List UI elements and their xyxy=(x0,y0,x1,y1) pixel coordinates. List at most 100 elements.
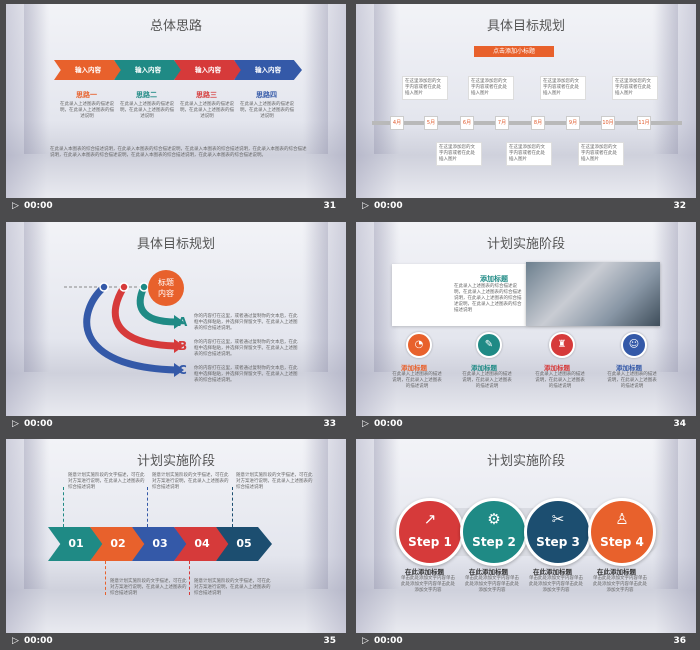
smile-icon: ☺ xyxy=(621,332,647,358)
step-heading-2: 在此添加标题 xyxy=(469,568,508,576)
slide-footer: ▷ 00:00 31 xyxy=(6,198,346,215)
node-b xyxy=(119,282,129,292)
slide-36[interactable]: 计划实施阶段 ↗ Step 1 ⚙ Step 2 ✂ Step 3 ♙ Step… xyxy=(356,439,696,650)
gear-icon: ⚙ xyxy=(487,510,501,528)
slide-canvas: 总体思路 输入内容 输入内容 输入内容 输入内容 思路一 思路二 思路三 思路四… xyxy=(6,4,346,198)
letter-b: B xyxy=(178,339,188,353)
month-5: 5月 xyxy=(424,116,438,130)
phase-text-2: 在此录入上述图表的描述说明，在此录入上述图表的描述说明 xyxy=(120,102,174,119)
play-icon[interactable]: ▷ xyxy=(362,419,369,429)
slide-title: 具体目标规划 xyxy=(136,237,215,252)
badge-circle[interactable]: 标题内容 xyxy=(148,270,184,306)
slide-33[interactable]: 具体目标规划 标题内容 A B C 你的内容打在这里，或者通过复制你的文本后，在… xyxy=(6,222,346,433)
slide-footer: ▷ 00:00 32 xyxy=(356,198,696,215)
connector-5 xyxy=(232,487,233,527)
slide-footer: ▷ 00:00 34 xyxy=(356,416,696,433)
slide-time: 00:00 xyxy=(24,419,53,429)
slide-35[interactable]: 计划实施阶段 随意计划实施阶段的文字描述，可在此对方案进行说明，在此录入上述图表… xyxy=(6,439,346,650)
item-text-2: 在此录入上述图表的描述说明，在此录入上述图表的描述说明 xyxy=(462,372,512,389)
slide-footer: ▷ 00:00 33 xyxy=(6,416,346,433)
phase-text-3: 在此录入上述图表的描述说明，在此录入上述图表的描述说明 xyxy=(180,102,234,119)
slide-canvas: 具体目标规划 标题内容 A B C 你的内容打在这里，或者通过复制你的文本后，在… xyxy=(6,222,346,416)
month-6: 6月 xyxy=(460,116,474,130)
step-text-3: 单击此处添加文字内容单击此处添加文字内容单击此处添加文字内容 xyxy=(529,576,583,593)
slide-34[interactable]: 计划实施阶段 添加标题 在此录入上述图表的综合描述说明，在此录入上述图表的综合描… xyxy=(356,222,696,433)
slide-32[interactable]: 具体目标规划 点击添加小标题 4月 5月 6月 7月 8月 9月 10月 11月… xyxy=(356,4,696,215)
connector-4 xyxy=(189,561,190,595)
step-4-circle[interactable]: ♙ Step 4 xyxy=(588,498,656,566)
step-label: Step 4 xyxy=(600,535,644,549)
chevron-3: 输入内容 xyxy=(174,60,242,80)
play-icon[interactable]: ▷ xyxy=(362,201,369,211)
letter-c: C xyxy=(178,363,187,377)
item-text-3: 在此录入上述图表的描述说明，在此录入上述图表的描述说明 xyxy=(535,372,585,389)
desc-text-2: 你的内容打在这里，或者通过复制你的文本后，在此框中选择粘贴，并选择只保留文字。在… xyxy=(194,340,298,357)
month-7: 7月 xyxy=(495,116,509,130)
arrowhead-a xyxy=(174,315,184,329)
slide-canvas: 计划实施阶段 添加标题 在此录入上述图表的综合描述说明，在此录入上述图表的综合描… xyxy=(356,222,696,416)
slide-number: 34 xyxy=(673,419,686,429)
panel-heading: 添加标题 xyxy=(480,275,508,283)
slide-number: 33 xyxy=(323,419,336,429)
slide-number: 35 xyxy=(323,636,336,646)
slide-number: 36 xyxy=(673,636,686,646)
slide-31[interactable]: 总体思路 输入内容 输入内容 输入内容 输入内容 思路一 思路二 思路三 思路四… xyxy=(6,4,346,215)
slide-title: 具体目标规划 xyxy=(486,19,565,34)
slide-footer: ▷ 00:00 35 xyxy=(6,633,346,650)
month-9: 9月 xyxy=(566,116,580,130)
connector-2 xyxy=(105,561,106,595)
timeline-box-4: 在这里添加您的文字内容或者在此处插入图片 xyxy=(612,76,658,100)
play-icon[interactable]: ▷ xyxy=(362,636,369,646)
phase-text-4: 在此录入上述图表的描述说明，在此录入上述图表的描述说明 xyxy=(240,102,294,119)
slide-time: 00:00 xyxy=(374,636,403,646)
step-heading-1: 在此添加标题 xyxy=(405,568,444,576)
slide-canvas: 具体目标规划 点击添加小标题 4月 5月 6月 7月 8月 9月 10月 11月… xyxy=(356,4,696,198)
step-label: Step 2 xyxy=(472,535,516,549)
chevron-2: 输入内容 xyxy=(114,60,182,80)
summary-text: 在此录入本图表的综合描述说明，在此录入本图表的综合描述说明，在此录入本图表的综合… xyxy=(50,147,307,158)
curve-arrow-c xyxy=(83,284,177,374)
phase-title-4: 思路四 xyxy=(256,91,277,99)
curve-arrow-b xyxy=(111,285,177,350)
step-text-4: 单击此处添加文字内容单击此处添加文字内容单击此处添加文字内容 xyxy=(593,576,647,593)
slide-number: 32 xyxy=(673,201,686,211)
step-label: Step 1 xyxy=(408,535,452,549)
month-11: 11月 xyxy=(637,116,651,130)
node-c xyxy=(99,282,109,292)
slide-time: 00:00 xyxy=(24,201,53,211)
play-icon[interactable]: ▷ xyxy=(12,419,19,429)
node-a xyxy=(139,282,149,292)
arrowhead-c xyxy=(174,363,184,377)
slide-canvas: 计划实施阶段 ↗ Step 1 ⚙ Step 2 ✂ Step 3 ♙ Step… xyxy=(356,439,696,633)
play-icon[interactable]: ▷ xyxy=(12,201,19,211)
slide-title: 计划实施阶段 xyxy=(486,237,565,252)
phase-title-2: 思路二 xyxy=(136,91,157,99)
bottom-text-2: 随意计划实施阶段的文字描述，可在此对方案进行说明，在此录入上述图表的综合描述说明 xyxy=(194,579,271,596)
timeline-line xyxy=(372,121,682,125)
bottom-text-1: 随意计划实施阶段的文字描述，可在此对方案进行说明，在此录入上述图表的综合描述说明 xyxy=(110,579,187,596)
month-10: 10月 xyxy=(601,116,615,130)
slide-canvas: 计划实施阶段 随意计划实施阶段的文字描述，可在此对方案进行说明，在此录入上述图表… xyxy=(6,439,346,633)
slide-time: 00:00 xyxy=(24,636,53,646)
subtitle-banner[interactable]: 点击添加小标题 xyxy=(474,46,554,57)
crossed-tools-icon: ✂ xyxy=(551,510,565,528)
top-text-3: 随意计划实施阶段的文字描述，可在此对方案进行说明，在此录入上述图表的综合描述说明 xyxy=(236,473,313,490)
phase-title-3: 思路三 xyxy=(196,91,217,99)
month-4: 4月 xyxy=(390,116,404,130)
timeline-box-3: 在这里添加您的文字内容或者在此处插入图片 xyxy=(540,76,586,100)
step-text-1: 单击此处添加文字内容单击此处添加文字内容单击此处添加文字内容 xyxy=(401,576,455,593)
step-label: Step 3 xyxy=(536,535,580,549)
timeline-box-7: 在这里添加您的文字内容或者在此处插入图片 xyxy=(578,142,624,166)
slide-title: 计划实施阶段 xyxy=(136,454,215,469)
slide-number: 31 xyxy=(323,201,336,211)
step-2-circle[interactable]: ⚙ Step 2 xyxy=(460,498,528,566)
item-title-3: 添加标题 xyxy=(544,364,570,372)
slide-footer: ▷ 00:00 36 xyxy=(356,633,696,650)
slide-time: 00:00 xyxy=(374,419,403,429)
trend-up-icon: ↗ xyxy=(423,510,437,528)
chevron-1: 输入内容 xyxy=(54,60,122,80)
step-1-circle[interactable]: ↗ Step 1 xyxy=(396,498,464,566)
desc-text-3: 你的内容打在这里，或者通过复制你的文本后，在此框中选择粘贴，并选择只保留文字。在… xyxy=(194,366,298,383)
step-3-circle[interactable]: ✂ Step 3 xyxy=(524,498,592,566)
play-icon[interactable]: ▷ xyxy=(12,636,19,646)
